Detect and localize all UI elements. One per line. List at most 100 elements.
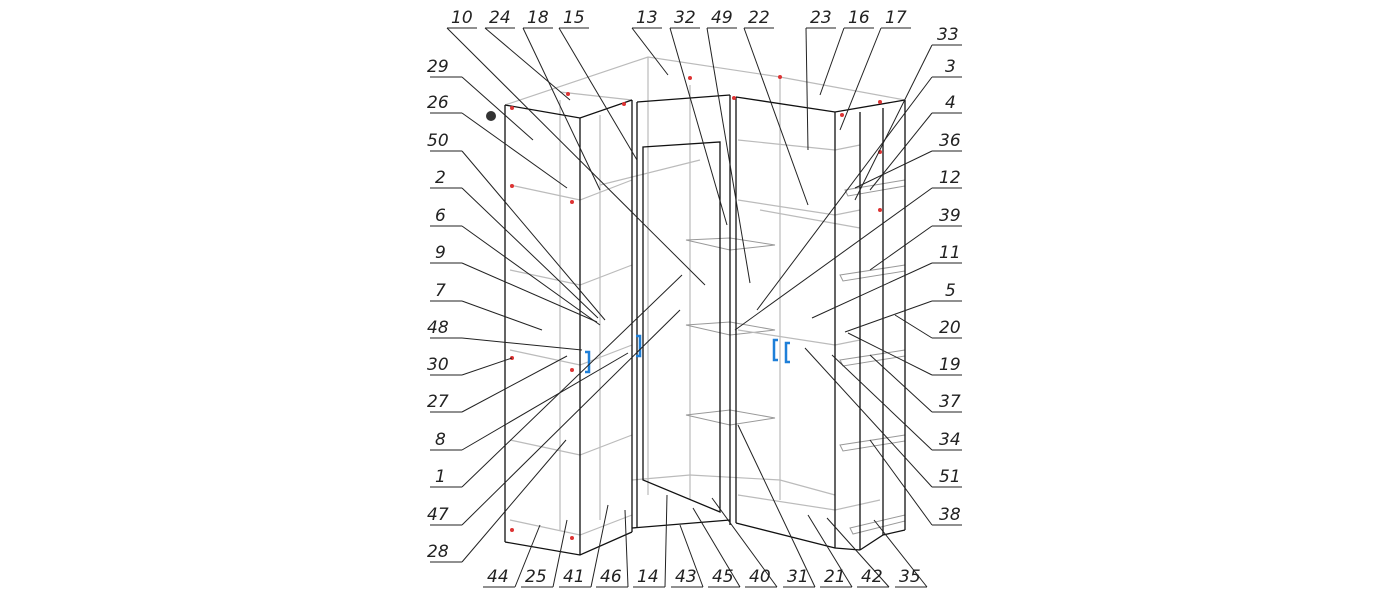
callout-22: 22	[743, 8, 809, 206]
callout-40: 40	[711, 497, 778, 588]
leader-line	[461, 352, 629, 451]
callout-34: 34	[831, 354, 962, 451]
leader-line	[873, 519, 928, 588]
callout-number: 5	[945, 281, 956, 301]
callout-number: 10	[451, 8, 473, 28]
callout-number: 9	[435, 243, 446, 263]
callout-number: 22	[748, 8, 770, 28]
callout-number: 18	[527, 8, 549, 28]
callout-number: 38	[939, 505, 961, 525]
callout-number: 34	[939, 430, 961, 450]
callout-27: 27	[427, 355, 568, 413]
leader-line	[869, 225, 933, 271]
callout-number: 12	[939, 168, 961, 188]
leader-line	[869, 354, 933, 413]
leader-line	[734, 187, 933, 331]
leader-line	[804, 347, 933, 488]
callout-number: 14	[637, 567, 659, 587]
leader-line	[552, 519, 568, 588]
callout-4: 4	[869, 93, 962, 191]
leader-line	[514, 524, 541, 588]
leader-line	[854, 44, 933, 201]
callout-number: 8	[435, 430, 446, 450]
leader-line	[692, 507, 741, 588]
callout-20: 20	[894, 314, 962, 339]
callout-31: 31	[737, 424, 816, 588]
callout-41: 41	[559, 504, 609, 588]
callout-44: 44	[483, 524, 541, 588]
leader-line	[831, 354, 933, 451]
callout-13: 13	[631, 8, 669, 76]
callout-8: 8	[430, 352, 629, 451]
leader-line	[461, 150, 606, 321]
callout-39: 39	[869, 206, 962, 271]
leader-line	[461, 112, 568, 189]
callout-number: 45	[712, 567, 734, 587]
callout-number: 4	[945, 93, 956, 113]
callout-30: 30	[427, 355, 513, 376]
callout-50: 50	[427, 131, 606, 321]
leader-line	[631, 27, 669, 76]
callout-14: 14	[633, 494, 668, 588]
leader-line	[461, 309, 681, 526]
leader-line	[894, 314, 933, 339]
callout-9: 9	[430, 243, 598, 323]
callout-number: 42	[861, 567, 883, 587]
callout-32: 32	[669, 8, 728, 226]
callout-number: 3	[945, 57, 956, 77]
callout-24: 24	[484, 8, 571, 101]
callout-number: 37	[939, 392, 961, 412]
leader-line	[679, 524, 704, 588]
leader-line	[624, 509, 629, 588]
leader-line	[461, 274, 683, 488]
callout-5: 5	[844, 281, 962, 333]
callout-16: 16	[819, 8, 874, 96]
callout-25: 25	[521, 519, 568, 588]
leader-line	[461, 262, 598, 323]
callout-number: 28	[427, 542, 449, 562]
wardrobe-drawing	[486, 56, 906, 556]
handle-right-door-b	[784, 341, 790, 364]
leader-line	[461, 337, 583, 351]
callout-number: 13	[636, 8, 658, 28]
callout-number: 40	[749, 567, 771, 587]
callout-number: 30	[427, 355, 449, 375]
leader-line	[844, 300, 933, 333]
callout-number: 35	[899, 567, 921, 587]
callout-number: 31	[787, 567, 809, 587]
callout-number: 11	[939, 243, 961, 263]
leader-line	[461, 76, 534, 141]
leader-line	[805, 27, 809, 151]
callout-number: 16	[848, 8, 870, 28]
leader-line	[819, 27, 845, 96]
leader-line	[854, 150, 933, 189]
callout-number: 33	[937, 25, 959, 45]
callout-number: 2	[435, 168, 446, 188]
callout-number: 46	[600, 567, 622, 587]
leader-line	[706, 27, 751, 284]
callout-49: 49	[706, 8, 751, 284]
leader-line	[558, 27, 638, 161]
callout-35: 35	[873, 519, 928, 588]
callout-number: 39	[939, 206, 961, 226]
callout-number: 17	[885, 8, 907, 28]
callout-number: 27	[427, 392, 449, 412]
leader-line	[737, 424, 816, 588]
handle-right-door-a	[772, 338, 778, 362]
leader-line	[807, 514, 853, 588]
callout-29: 29	[427, 57, 534, 141]
leader-line	[711, 497, 778, 588]
leader-line	[461, 300, 543, 331]
leader-line	[461, 355, 568, 413]
callout-26: 26	[427, 93, 568, 189]
hinge-symbol	[486, 111, 496, 121]
callout-17: 17	[839, 8, 911, 131]
callout-number: 47	[427, 505, 449, 525]
callout-number: 19	[939, 355, 961, 375]
leader-line	[461, 225, 601, 326]
callout-48: 48	[427, 318, 583, 351]
callout-number: 36	[939, 131, 961, 151]
leader-line	[839, 27, 882, 131]
leader-line	[669, 27, 728, 226]
